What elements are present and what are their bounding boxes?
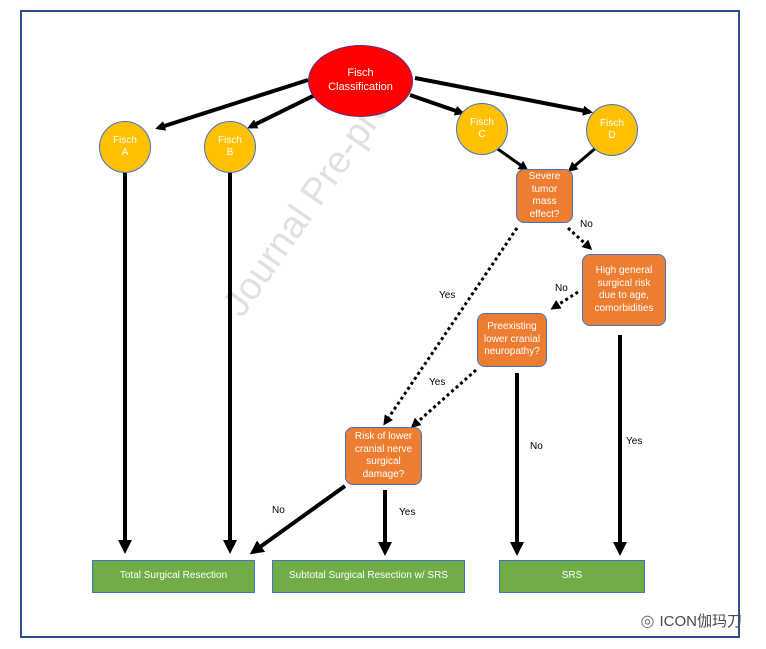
outcome-total-resection-label: Total Surgical Resection — [119, 570, 228, 582]
node-severe-tumor-mass-effect-label: Severe tumor mass effect? — [528, 171, 561, 220]
node-high-surgical-risk: High general surgical risk due to age, c… — [582, 254, 666, 326]
edge-label-pre-no: No — [530, 441, 543, 452]
edge-label-risk-yes: Yes — [399, 507, 416, 518]
node-risk-lcn-damage: Risk of lower cranial nerve surgical dam… — [345, 427, 422, 485]
outcome-srs: SRS — [499, 560, 645, 593]
node-fisch-d-label: Fisch D — [600, 117, 624, 142]
diagram-frame — [20, 10, 740, 638]
edge-root-to-b — [247, 93, 316, 129]
wechat-icon: ◎ — [640, 612, 655, 630]
node-preexisting-neuropathy: Preexisting lower cranial neuropathy? — [477, 313, 547, 367]
outcome-total-resection: Total Surgical Resection — [92, 560, 255, 593]
edge-mass-no — [566, 226, 593, 251]
outcome-subtotal-resection: Subtotal Surgical Resection w/ SRS — [272, 560, 465, 593]
node-preexisting-neuropathy-label: Preexisting lower cranial neuropathy? — [483, 321, 541, 358]
edge-label-risk-no: No — [272, 505, 285, 516]
node-fisch-c-label: Fisch C — [470, 116, 494, 141]
brand-watermark: ◎ ICON伽玛刀 — [641, 610, 742, 631]
edge-c-to-mass — [494, 145, 529, 171]
edge-highrisk-no — [550, 290, 579, 310]
edge-label-highrisk-yes: Yes — [626, 436, 643, 447]
node-risk-lcn-damage-label: Risk of lower cranial nerve surgical dam… — [354, 431, 413, 480]
edge-label-pre-yes: Yes — [429, 377, 446, 388]
node-fisch-classification-label: Fisch Classification — [328, 67, 393, 93]
edge-d-to-mass — [567, 144, 599, 172]
edge-root-to-a — [155, 78, 309, 131]
node-fisch-b: Fisch B — [204, 121, 256, 173]
node-fisch-a: Fisch A — [99, 121, 151, 173]
edge-risk-no — [249, 484, 347, 555]
outcome-srs-label: SRS — [561, 570, 583, 582]
edge-pre-yes — [410, 368, 477, 428]
brand-text: ICON伽玛刀 — [659, 613, 742, 630]
node-fisch-b-label: Fisch B — [218, 134, 242, 159]
node-fisch-d: Fisch D — [586, 104, 638, 156]
edge-label-mass-no: No — [580, 219, 593, 230]
node-fisch-a-label: Fisch A — [113, 134, 137, 159]
node-high-surgical-risk-label: High general surgical risk due to age, c… — [594, 265, 654, 314]
node-fisch-classification: Fisch Classification — [308, 45, 413, 117]
edge-label-mass-yes: Yes — [439, 290, 456, 301]
outcome-subtotal-resection-label: Subtotal Surgical Resection w/ SRS — [289, 570, 448, 582]
edge-root-to-c — [409, 93, 465, 116]
edge-label-highrisk-no: No — [555, 283, 568, 294]
node-severe-tumor-mass-effect: Severe tumor mass effect? — [516, 169, 573, 223]
edge-root-to-d — [414, 76, 593, 116]
node-fisch-c: Fisch C — [456, 103, 508, 155]
